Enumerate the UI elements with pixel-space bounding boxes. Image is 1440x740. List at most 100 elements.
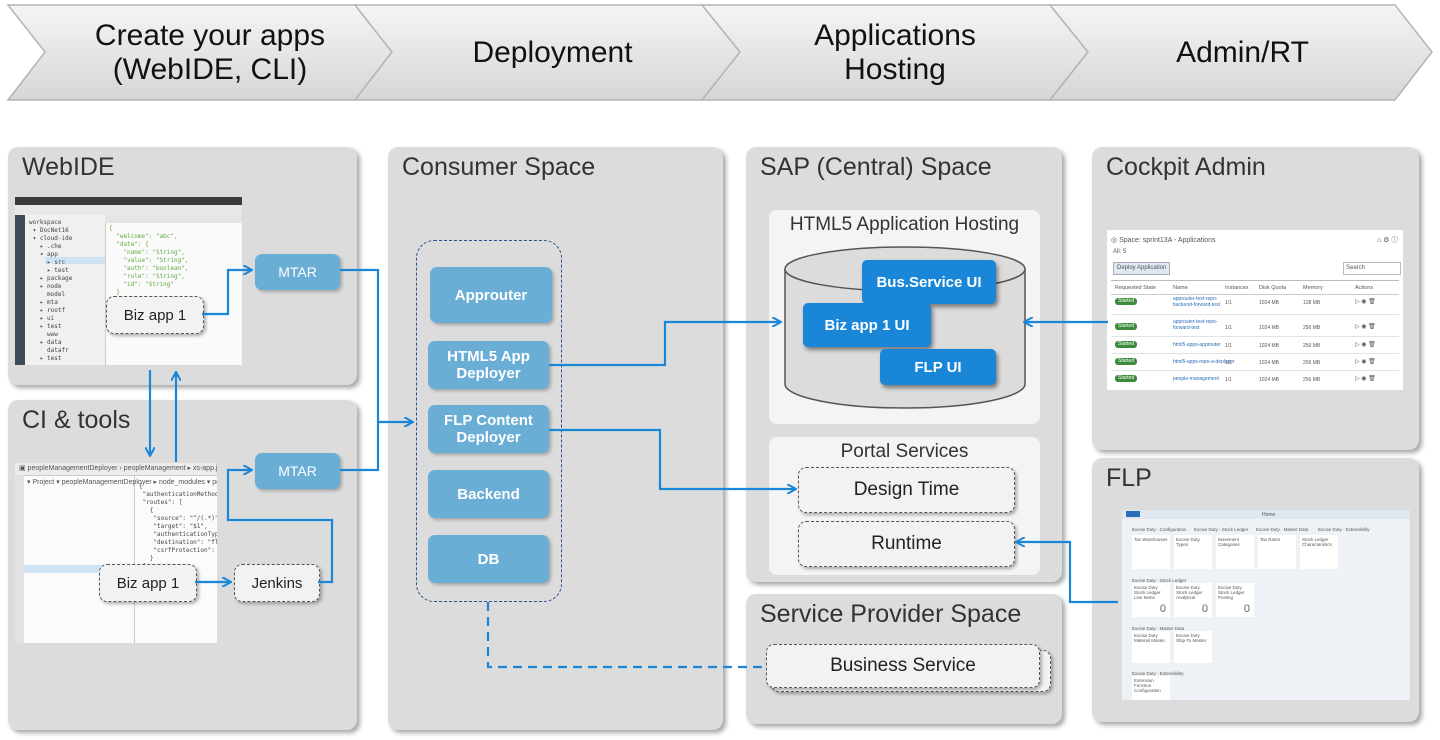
portal-services-title: Portal Services <box>840 441 969 462</box>
disk-value: 1024 MB <box>1259 377 1280 383</box>
flp-tab-master[interactable]: Excise Duty - Master Data <box>1256 527 1309 532</box>
cockpit-toolbar-icons: ⌂ ⚙ ⓘ <box>1377 237 1399 244</box>
memory-value: 256 MB <box>1303 343 1321 349</box>
flp-tile[interactable]: Tax Rates <box>1258 535 1296 569</box>
webide-screenshot: workspace ▾ DocNet16 ▾ cloud-ide ▸ .che … <box>15 197 242 365</box>
cockpit-col-state: Requested State <box>1115 285 1156 291</box>
html5-deployer-box: HTML5 App Deployer <box>428 341 549 389</box>
row-actions-icons[interactable]: ▷ ◉ 🗑 <box>1355 376 1376 382</box>
webide-title: WebIDE <box>22 153 115 181</box>
instances-value: 1/1 <box>1225 300 1232 306</box>
flp-group-stock: Excise Duty - Stock Ledger <box>1132 578 1187 583</box>
stage-chevron-4 <box>1048 4 1433 101</box>
cockpit-header: Space: sprint13A - Applications <box>1119 237 1216 244</box>
disk-value: 1024 MB <box>1259 360 1280 366</box>
cockpit-search-input[interactable]: Search <box>1343 262 1401 275</box>
bus-service-ui-box: Bus.Service UI <box>862 260 996 304</box>
flp-ui-box: FLP UI <box>880 349 996 385</box>
flp-tile[interactable]: Movement Categories <box>1216 535 1254 569</box>
cockpit-count: All: 5 <box>1113 249 1127 255</box>
memory-value: 256 MB <box>1303 325 1321 331</box>
instances-value: 1/1 <box>1225 343 1232 349</box>
biz-app-ui-box: Biz app 1 UI <box>803 303 931 347</box>
consumer-group-outline <box>416 240 562 602</box>
flp-tile[interactable]: Excise Duty Types <box>1174 535 1212 569</box>
disk-value: 1024 MB <box>1259 325 1280 331</box>
ci-tools-title: CI & tools <box>22 406 131 434</box>
backend-box: Backend <box>428 470 549 518</box>
flp-deployer-box: FLP Content Deployer <box>428 405 549 453</box>
flp-title: FLP <box>1106 464 1152 492</box>
app-name-link[interactable]: approuter-test-repo-forward-test <box>1173 319 1218 331</box>
cockpit-col-instances: Instances <box>1225 285 1249 291</box>
design-time-box: Design Time <box>798 467 1015 513</box>
webide-biz-app: Biz app 1 <box>106 296 204 334</box>
approuter-box: Approuter <box>430 267 552 323</box>
status-badge: Started <box>1115 298 1138 305</box>
tile-count: 0 <box>1159 603 1166 615</box>
flp-tile[interactable]: Excise Duty Material Master <box>1132 631 1170 663</box>
ci-biz-app: Biz app 1 <box>99 564 197 602</box>
cockpit-deploy-button[interactable]: Deploy Application <box>1113 262 1171 275</box>
ci-mtar: MTAR <box>255 453 340 489</box>
webide-mtar: MTAR <box>255 254 340 290</box>
disk-value: 1024 MB <box>1259 343 1280 349</box>
stage-label-deployment: Deployment <box>472 36 633 69</box>
stage-label-admin: Admin/RT <box>1176 36 1309 69</box>
runtime-box: Runtime <box>798 521 1015 567</box>
row-actions-icons[interactable]: ▷ ◉ 🗑 <box>1355 324 1376 330</box>
consumer-space-title: Consumer Space <box>402 153 596 181</box>
cockpit-col-memory: Memory <box>1303 285 1323 291</box>
ci-tools-screenshot: ▣ peopleManagementDeployer › peopleManag… <box>15 463 217 643</box>
flp-tile[interactable]: Tax Warehouses <box>1132 535 1170 569</box>
row-actions-icons[interactable]: ▷ ◉ 🗑 <box>1355 359 1376 365</box>
status-badge: Started <box>1115 341 1138 348</box>
memory-value: 256 MB <box>1303 360 1321 366</box>
cockpit-col-name: Name <box>1173 285 1188 291</box>
hosting-title: HTML5 Application Hosting <box>789 214 1020 235</box>
flp-tab-config[interactable]: Excise Duty - Configuration <box>1132 527 1187 532</box>
instances-value: 1/1 <box>1225 377 1232 383</box>
sap-space-title: SAP (Central) Space <box>760 153 992 181</box>
jenkins-box: Jenkins <box>234 564 320 602</box>
cockpit-col-actions: Actions <box>1355 285 1374 291</box>
shield-icon: ◎ <box>1111 237 1118 244</box>
memory-value: 256 MB <box>1303 377 1321 383</box>
app-name-link[interactable]: approuter-test-repo-backend-forward-test <box>1173 296 1220 308</box>
instances-value: 1/1 <box>1225 360 1232 366</box>
flp-tile[interactable]: Excise Duty Ship-To Master <box>1174 631 1212 663</box>
flp-tab-stock[interactable]: Excise Duty - Stock Ledger <box>1194 527 1249 532</box>
flp-screenshot: Home Excise Duty - Configuration Excise … <box>1122 503 1410 700</box>
stage-chevrons <box>6 4 1433 101</box>
memory-value: 128 MB <box>1303 300 1321 306</box>
stage-label-hosting: Applications Hosting <box>814 19 976 86</box>
app-name-link[interactable]: html5-apps-repo-a-deployer <box>1173 359 1235 365</box>
status-badge: Started <box>1115 358 1138 365</box>
tile-count: 0 <box>1201 603 1208 615</box>
row-actions-icons[interactable]: ▷ ◉ 🗑 <box>1355 299 1376 305</box>
app-name-link[interactable]: html5-apps-approuter <box>1173 342 1221 348</box>
tile-count: 0 <box>1243 603 1250 615</box>
flp-home[interactable]: Home <box>1262 512 1276 518</box>
cockpit-title: Cockpit Admin <box>1106 153 1266 181</box>
flp-tile[interactable]: Extension Function Configuration <box>1132 676 1170 700</box>
business-service-box: Business Service <box>766 644 1040 688</box>
db-box: DB <box>428 535 549 583</box>
flp-tile[interactable]: Stock Ledger Characteristics <box>1300 535 1338 569</box>
row-actions-icons[interactable]: ▷ ◉ 🗑 <box>1355 342 1376 348</box>
cockpit-screenshot: ◎ Space: sprint13A - Applications All: 5… <box>1107 230 1403 390</box>
provider-space-title: Service Provider Space <box>760 600 1022 628</box>
stage-label-create: Create your apps (WebIDE, CLI) <box>94 19 326 86</box>
flp-group-master: Excise Duty - Master Data <box>1132 626 1185 631</box>
status-badge: Started <box>1115 323 1138 330</box>
status-badge: Started <box>1115 375 1138 382</box>
instances-value: 1/1 <box>1225 325 1232 331</box>
flp-tab-ext[interactable]: Excise Duty - Extensibility <box>1318 527 1370 532</box>
disk-value: 1024 MB <box>1259 300 1280 306</box>
cockpit-col-disk: Disk Quota <box>1259 285 1287 291</box>
app-name-link[interactable]: people-management <box>1173 376 1219 382</box>
flp-group-ext: Excise Duty - Extensibility <box>1132 671 1184 676</box>
